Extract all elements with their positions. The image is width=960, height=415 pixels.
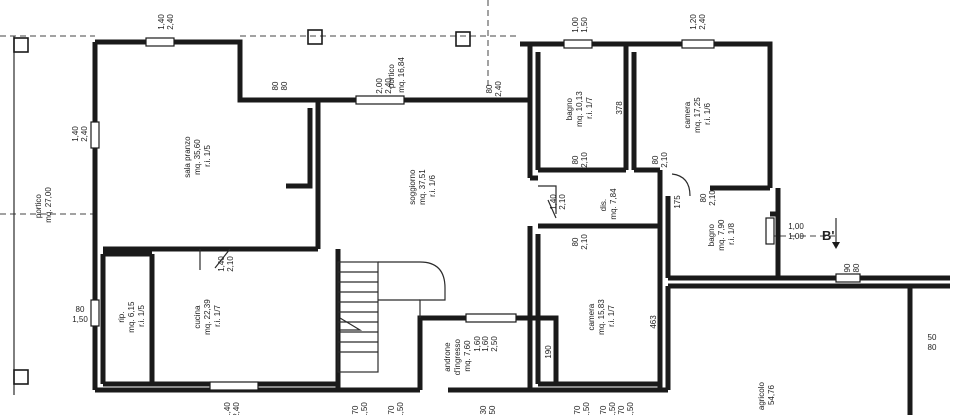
dim-label: 3050 (479, 405, 497, 414)
dim-label: 8080 (271, 81, 289, 90)
room-bath2: bagno mq. 7,90 r.i. 1/8 (707, 217, 736, 250)
dim-label: 2,002,40 (375, 78, 393, 94)
dim-label: 1,602,50 (481, 336, 499, 352)
room-entrance: androne d'ingresso mq. 7,60 (443, 337, 472, 375)
porch-pillars (13, 29, 471, 385)
dim-label: 701,50 (617, 402, 635, 415)
section-label: B' (822, 228, 834, 243)
room-agricultural: agricolo 54,76 (757, 380, 776, 410)
dim-label: 701,50 (387, 402, 405, 415)
room-storage: rip. mq. 6,15 r.i. 1/5 (117, 299, 146, 332)
room-hall: dis. mq. 7,84 (599, 188, 618, 220)
dim-label: 1,402,40 (223, 402, 241, 415)
dim-label: 1,402,40 (157, 14, 175, 30)
dim-label: 802,40 (485, 81, 503, 97)
dim-label: 1,202,40 (689, 14, 707, 30)
room-porch-left: portico mq. 27,00 (34, 187, 53, 223)
room-living: soggiorno mq. 37,51 r.i. 1/6 (408, 167, 437, 205)
room-kitchen: cucina mq. 22,39 r.i. 1/7 (193, 297, 222, 335)
dim-378: 378 (615, 101, 624, 115)
dim-label: 1,402,40 (71, 126, 89, 142)
section-marker: B' (822, 218, 840, 249)
dim-label: 802,10 (699, 190, 717, 206)
dim-label: 701,50 (599, 402, 617, 415)
dim-label: 1,402,10 (549, 194, 567, 210)
dim-label: 701,50 (573, 402, 591, 415)
room-dining: sala pranzo mq. 35,60 r.i. 1/5 (183, 134, 212, 178)
dim-label: 802,10 (571, 152, 589, 168)
room-labels: portico mq. 16,84 portico mq. 27,00 sala… (34, 57, 776, 410)
dim-label: 1,60 (473, 336, 482, 352)
room-porch-top: portico mq. 16,84 (387, 57, 406, 93)
doors (199, 173, 691, 270)
dimension-labels: 1,402,40 1,001,50 1,202,40 8080 2,002,40… (71, 14, 937, 415)
room-bedroom1: camera mq. 17,25 r.i. 1/6 (683, 95, 712, 133)
dim-label: 701,50 (351, 402, 369, 415)
dim-label: 802,10 (571, 234, 589, 250)
site-boundary (0, 0, 835, 395)
dim-175: 175 (673, 195, 682, 209)
room-bath1: bagno mq. 10,13 r.i. 1/7 (565, 89, 594, 127)
windows (90, 37, 861, 391)
room-bedroom2: camera mq. 15,83 r.i. 1/7 (587, 297, 616, 335)
dim-190: 190 (544, 345, 553, 359)
staircase (337, 261, 446, 373)
dim-463: 463 (649, 315, 658, 329)
dim-label: 1,402,10 (217, 256, 235, 272)
dim-label: 9080 (843, 263, 861, 272)
dim-label: 802,10 (651, 152, 669, 168)
dim-label: 1,001,50 (571, 17, 589, 33)
